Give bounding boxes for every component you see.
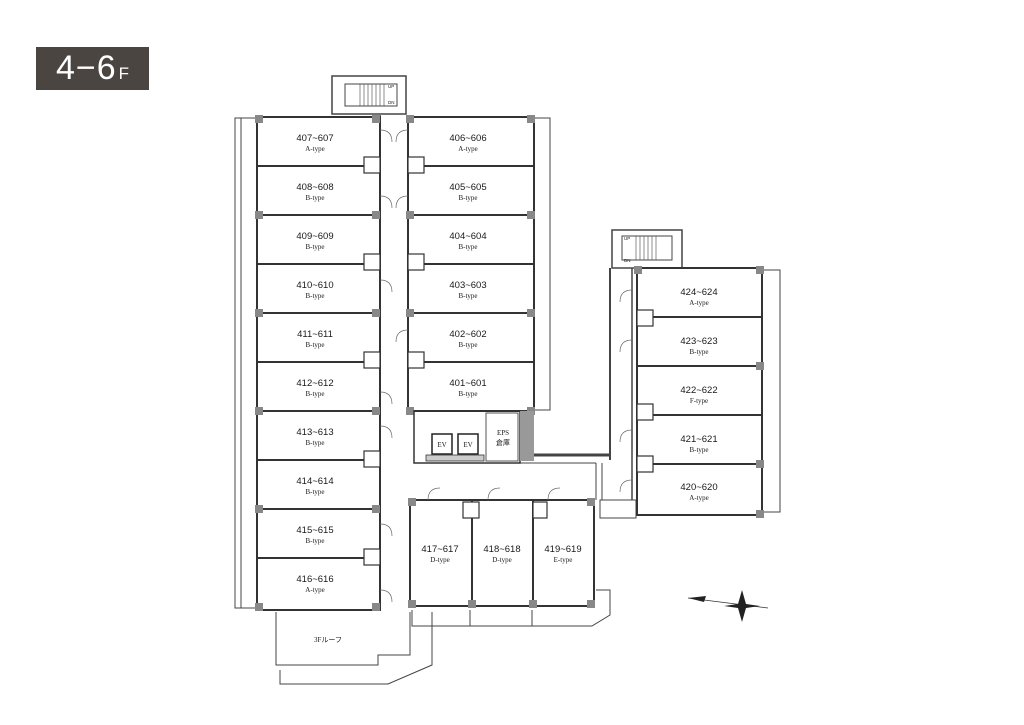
unit-number: 401~601 [449,378,486,389]
center-balcony-rail [533,117,551,411]
unit-number: 418~618 [483,544,520,555]
unit-number: 417~617 [421,544,458,555]
unit-number: 421~621 [680,434,717,445]
unit-type: B-type [458,341,477,349]
elevator-2 [457,433,479,455]
unit-type: B-type [305,194,324,202]
door-swings [379,129,633,603]
unit-number: 404~604 [449,231,486,242]
compass-icon [687,590,769,622]
unit-number: 413~613 [296,427,333,438]
eps-label: EPS [497,429,509,437]
unit-type: B-type [305,292,324,300]
unit-number: 408~608 [296,182,333,193]
unit-labels: 407~607A-type408~608B-type409~609B-type4… [296,133,717,594]
unit-type: B-type [305,488,324,496]
unit-type: B-type [458,390,477,398]
labels: UP DN UP DN EV EV EPS 倉庫 3Fルーフ [314,84,630,644]
unit-type: B-type [305,341,324,349]
unit-number: 409~609 [296,231,333,242]
unit-number: 424~624 [680,287,717,298]
stair-top [331,75,407,115]
unit-type: B-type [305,243,324,251]
unit-type: A-type [305,586,324,594]
unit-number: 422~622 [680,385,717,396]
unit-type: B-type [305,537,324,545]
unit-type: F-type [690,397,708,405]
unit-number: 419~619 [544,544,581,555]
unit-type: B-type [458,292,477,300]
unit-number: 403~603 [449,280,486,291]
elevator-1-label: EV [437,441,446,449]
unit-type: D-type [492,556,511,564]
stair-up-label: UP [388,84,394,89]
floor-suffix: F [118,64,130,83]
unit-type: B-type [689,446,708,454]
elevator-2-label: EV [463,441,472,449]
unit-type: B-type [689,348,708,356]
unit-type: A-type [689,299,708,307]
unit-number: 406~606 [449,133,486,144]
unit-type: A-type [458,145,477,153]
center-units [406,115,535,415]
stair-treads [359,84,657,260]
unit-type: B-type [305,390,324,398]
unit-type: A-type [305,145,324,153]
unit-number: 416~616 [296,574,333,585]
unit-number: 420~620 [680,482,717,493]
east-units [634,266,764,518]
unit-number: 412~612 [296,378,333,389]
left-units [255,115,381,611]
unit-number: 423~623 [680,336,717,347]
floor-number: 4−6 [55,49,117,87]
unit-number: 405~605 [449,182,486,193]
unit-type: B-type [458,194,477,202]
stair-east-dn-label: DN [624,258,631,263]
stair-dn-label: DN [388,100,395,105]
unit-type: B-type [458,243,477,251]
unit-number: 402~602 [449,329,486,340]
storage-label: 倉庫 [496,438,510,447]
floor-badge: 4−6 F [36,47,149,90]
stair-east-up-label: UP [624,236,630,241]
unit-number: 407~607 [296,133,333,144]
roof-label: 3Fルーフ [314,636,342,644]
elevator-1 [431,433,453,455]
south-units [408,498,595,608]
unit-type: A-type [689,494,708,502]
unit-type: B-type [305,439,324,447]
unit-number: 411~611 [297,329,333,340]
unit-type: E-type [554,556,573,564]
unit-number: 414~614 [296,476,333,487]
left-balcony-rail [234,117,242,609]
unit-number: 415~615 [296,525,333,536]
core-block [413,410,534,464]
unit-number: 410~610 [296,280,333,291]
unit-type: D-type [430,556,449,564]
roof-outline [275,612,411,666]
east-balcony-rail [761,269,781,513]
